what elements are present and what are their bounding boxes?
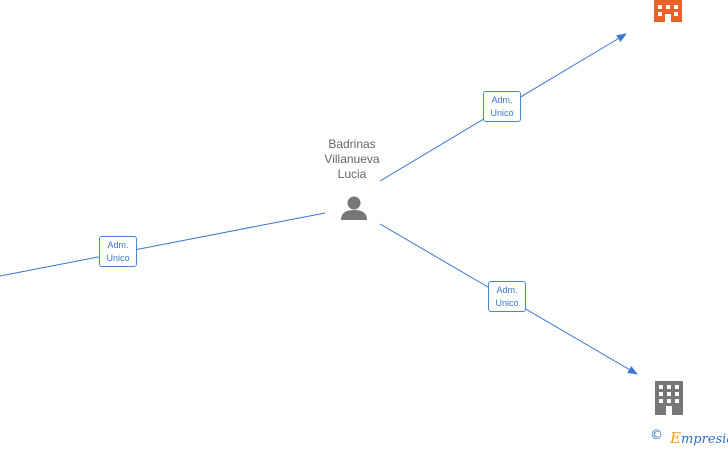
copyright-symbol: © xyxy=(650,428,663,443)
role-label-upper[interactable]: Adm. Unico xyxy=(483,91,521,122)
brand-initial: E xyxy=(670,429,681,447)
role-line2: Unico xyxy=(106,253,130,263)
brand-rest: mpresia xyxy=(680,432,728,447)
building-icon[interactable] xyxy=(654,0,682,22)
edge-left-offscreen xyxy=(0,212,326,277)
role-label-left[interactable]: Adm. Unico xyxy=(99,236,137,267)
brand-logo[interactable]: Empresia xyxy=(670,429,728,447)
building-icon[interactable] xyxy=(655,381,683,415)
role-label-lower[interactable]: Adm. Unico xyxy=(488,281,526,312)
role-line1: Adm. xyxy=(496,285,518,295)
person-icon[interactable] xyxy=(341,196,367,221)
role-line1: Adm. xyxy=(107,240,129,250)
role-line1: Adm. xyxy=(491,95,513,105)
person-name[interactable]: Badrinas Villanueva Lucia xyxy=(324,137,380,181)
role-line2: Unico xyxy=(495,298,519,308)
role-line2: Unico xyxy=(490,108,514,118)
